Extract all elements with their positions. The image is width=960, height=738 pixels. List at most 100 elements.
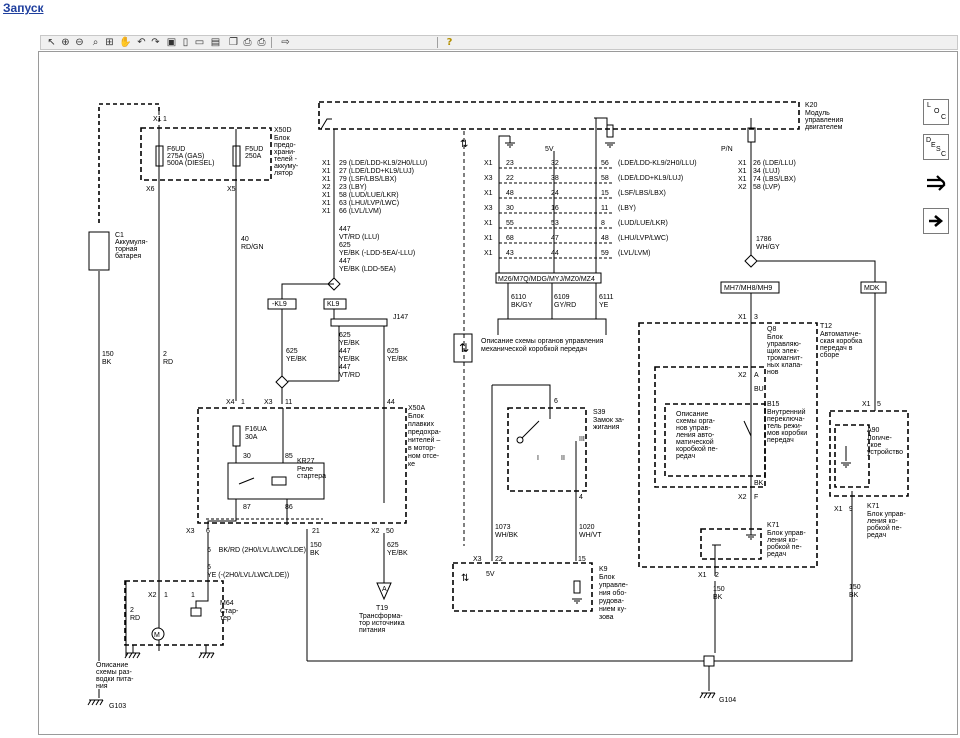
t19-pin: A (382, 586, 387, 593)
b15-desc: тель режи- (767, 423, 803, 430)
grid-pin: 56 (601, 160, 609, 167)
s39-desc: Замок за- (593, 417, 625, 424)
bidir-arrow-icon: ⇅ (461, 573, 469, 584)
k20-ref: K20 (805, 102, 818, 109)
zoom-button[interactable]: ⌕ (92, 37, 99, 48)
page-title-link[interactable]: Запуск (3, 1, 44, 15)
fit-height-button[interactable]: ▯ (182, 37, 189, 48)
k71-desc: ления ко- (767, 537, 799, 544)
bidir-arrow-icon: ⇅ (459, 341, 469, 355)
b15-contact (743, 420, 752, 437)
g104-ground-icon (703, 692, 708, 699)
f6ud-value: 275A (GAS) (167, 153, 204, 160)
wire-150-label: 150 (713, 586, 725, 593)
wire-1073-label: 1073 (495, 524, 511, 531)
k20-desc: Модуль (805, 110, 830, 117)
k20-connector: X1 (738, 168, 747, 175)
wire-2-label: RD (130, 615, 140, 622)
wire-bk-label: BK (754, 480, 764, 487)
desc-letter-c: C (941, 151, 947, 158)
fit-window-button[interactable]: ▣ (166, 37, 177, 48)
next-button[interactable]: ⇨ (281, 37, 290, 48)
export-button[interactable]: ⎙ (243, 37, 252, 48)
grid-variant: (LVL/LVM) (618, 250, 650, 257)
wire-447-label: YE/BK (LDD-5EA) (339, 266, 396, 273)
zoom-out-button[interactable]: ⊖ (75, 37, 84, 48)
k9-desc: управле- (599, 582, 629, 589)
k20-pin: 58 (LVP) (753, 184, 780, 191)
a90-desc: Логиче- (867, 435, 892, 442)
k20-pin: 34 (LUJ) (753, 168, 780, 175)
ground-icon (202, 652, 207, 659)
grid-pin: 8 (601, 220, 605, 227)
b15-desc: передач (767, 437, 794, 444)
copy-button[interactable]: ❐ (229, 37, 238, 48)
pin-label: 21 (312, 528, 320, 535)
q8-desc: нов (767, 369, 779, 376)
select-button[interactable]: ↖ (47, 37, 56, 48)
print-preview-button[interactable]: ▤ (210, 37, 221, 48)
pin-label: F (754, 494, 758, 501)
loc-letter-o: O (934, 108, 940, 115)
bidir-box (453, 333, 473, 363)
splice-625 (275, 375, 289, 389)
x6-connector: X6 (146, 186, 155, 193)
x50d-desc: аккуму- (274, 163, 299, 170)
fit-width-button[interactable]: ▭ (194, 37, 205, 48)
x50a-desc: ном отсе- (408, 453, 440, 460)
t12-desc: ская коробка (820, 337, 862, 345)
x50d-desc: телей - (274, 155, 298, 163)
x5-connector: X5 (227, 186, 236, 193)
mh-node (720, 281, 780, 294)
pan-button[interactable]: ✋ (119, 37, 132, 48)
bus (497, 318, 607, 335)
m64-ref: M64 (220, 600, 234, 607)
pin-label: 11 (285, 399, 292, 406)
description-view-button[interactable]: D E S C (923, 134, 949, 160)
m64-desc: тер (220, 615, 231, 622)
zoom-in-button[interactable]: ⊕ (61, 37, 70, 48)
pin-label: 1 (191, 592, 195, 599)
x1-connector: X1 (862, 401, 871, 408)
x2-connector: X2 (738, 494, 747, 501)
m64-desc: Стар- (220, 608, 239, 615)
wire-bu-label: BU (754, 386, 764, 393)
grid-pin: 48 (601, 235, 609, 242)
pullup-resistor (606, 124, 614, 138)
grid-pin: 22 (506, 175, 514, 182)
g104-label: G104 (719, 697, 736, 704)
pin-label: 3 (754, 314, 758, 321)
k20-connector: X1 (322, 160, 331, 167)
a90-desc: ское (867, 442, 882, 449)
k9-desc: зова (599, 614, 614, 621)
k20-pin: 23 (LBY) (339, 184, 367, 191)
b15-ref: B15 (767, 401, 780, 408)
ground-icon (128, 652, 133, 659)
rotate-right-button[interactable]: ↷ (151, 37, 160, 48)
c1-desc: Аккумуля- (115, 239, 148, 246)
x50d-desc: Блок (274, 135, 291, 142)
next-page-button[interactable] (923, 208, 949, 234)
m26-connector (495, 272, 602, 284)
f6ud-ref: F6UD (167, 146, 185, 153)
auto-gearbox-desc: схемы орга- (676, 418, 716, 425)
auto-gearbox-desc: ления авто- (676, 432, 715, 439)
wire-625-label: YE/BK (387, 550, 408, 557)
k20-pin: 74 (LBS/LBX) (753, 176, 796, 183)
location-view-button[interactable]: L O C (923, 99, 949, 125)
f5ud-ref: F5UD (245, 146, 263, 153)
t12-desc: сборе (820, 351, 839, 359)
starter-solenoid (190, 607, 202, 617)
help-button[interactable]: ? (446, 37, 453, 48)
power-desc: водки пита- (96, 676, 134, 683)
auto-gearbox-desc: матической (676, 438, 714, 446)
print-button[interactable]: ⎙ (257, 37, 266, 48)
wire-6111-label: YE (599, 302, 609, 309)
pin-label: A (754, 372, 759, 379)
zoom-area-button[interactable]: ⊞ (105, 37, 114, 48)
ignition-contact (520, 420, 540, 440)
swap-arrows-button[interactable] (923, 170, 949, 196)
rotate-left-button[interactable]: ↶ (137, 37, 146, 48)
